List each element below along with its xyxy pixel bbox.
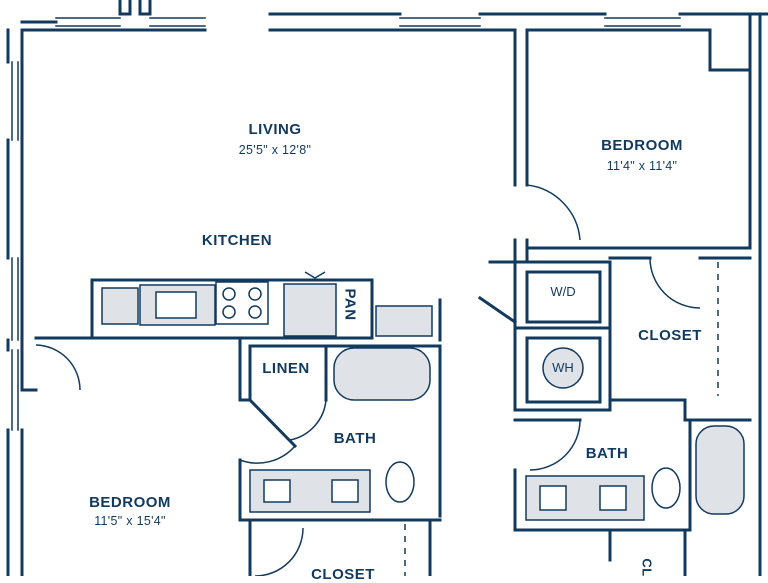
bath2-fixtures: [525, 425, 745, 521]
bath1-fixtures: [249, 347, 431, 513]
utility-door: [477, 295, 518, 325]
door-swings: [35, 184, 701, 576]
bath2-walls: [513, 418, 692, 532]
left-exterior-wall: [6, 28, 24, 576]
bedroom1-name: BEDROOM: [601, 137, 683, 154]
walls: [6, 0, 768, 576]
bath1-lower-wall: [238, 397, 442, 522]
counter-segment-2: [375, 305, 433, 337]
linen-walls: [238, 336, 442, 518]
linen-name: LINEN: [262, 360, 310, 377]
toilet-icon: [385, 461, 415, 503]
washer-dryer-label: W/D: [550, 284, 576, 299]
bedroom1-door-swing: [526, 184, 581, 241]
living-dims: 25'5" x 12'8": [238, 143, 312, 157]
hall-wall: [488, 238, 529, 264]
bath1-sink2-icon: [331, 479, 359, 503]
closet2-walls: [248, 518, 432, 576]
bath2-sink-icon: [539, 485, 567, 511]
bath2-sink2-icon: [599, 485, 627, 511]
bath2-name: BATH: [585, 445, 629, 462]
counter-segment: [101, 287, 139, 325]
kitchen-name: KITCHEN: [201, 232, 273, 249]
pantry-door-swing: [304, 271, 326, 279]
bedroom2-name: BEDROOM: [89, 494, 171, 511]
stove-icon: [215, 281, 269, 325]
bedroom2-dims: 11'5" x 15'4": [94, 514, 166, 528]
bath2-door-swing: [529, 419, 581, 471]
kitchen-fixtures: [101, 281, 433, 337]
kitchen-counter-outline: [90, 278, 374, 340]
closet3-label: CL: [639, 558, 655, 577]
pantry-label: PAN: [341, 288, 359, 321]
bath1-sink-icon: [263, 479, 291, 503]
living-name: LIVING: [248, 121, 302, 138]
closet1-door-swing: [649, 257, 701, 309]
closet2-name: CLOSET: [311, 566, 375, 583]
closet2-door-swing: [254, 527, 304, 576]
kitchen-sink-icon: [155, 291, 197, 319]
refrigerator-icon: [283, 283, 337, 337]
bath2-tub-icon: [695, 425, 745, 515]
bath1-door-swing: [239, 445, 296, 464]
closet1-name: CLOSET: [638, 327, 702, 344]
bedroom1-wall: [525, 68, 752, 250]
utility-walls: [513, 260, 612, 412]
water-heater-label: WH: [552, 360, 574, 375]
water-heater-icon: [542, 347, 584, 389]
kitchen-lower-wall: [20, 336, 242, 392]
bathtub-icon: [333, 347, 431, 401]
closet-rods: [404, 262, 719, 576]
right-exterior-wall: [525, 12, 762, 576]
bath2-toilet-icon: [651, 467, 681, 509]
closet1-walls: [608, 256, 752, 422]
bath1-name: BATH: [333, 430, 377, 447]
top-windows: [55, 17, 681, 27]
kitchen-door-swing: [35, 344, 81, 391]
top-exterior-wall: [20, 0, 768, 24]
bedroom1-dims: 11'4" x 11'4": [606, 159, 678, 173]
linen-door-swing: [289, 399, 327, 441]
left-windows: [11, 61, 19, 431]
bath2-bottom-walls: [608, 528, 687, 576]
living-bedroom-wall: [513, 28, 529, 187]
